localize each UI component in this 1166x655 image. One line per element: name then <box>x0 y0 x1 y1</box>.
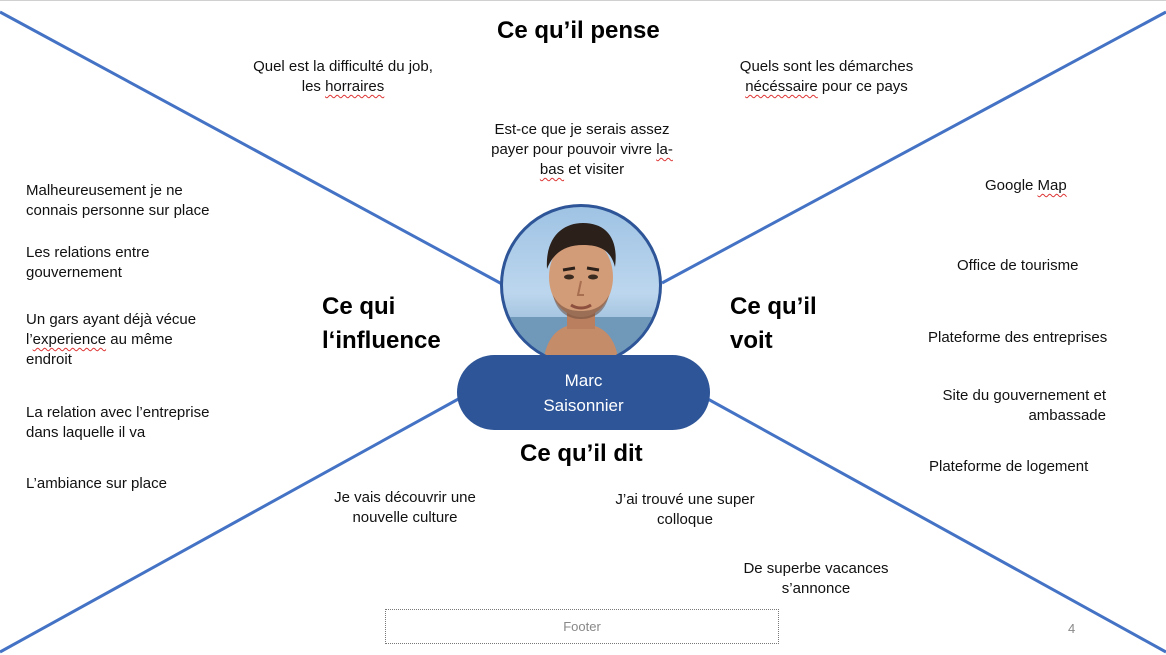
note-line: Est-ce que je serais assez <box>494 121 670 138</box>
note-line: Je vais découvrir une <box>334 489 476 506</box>
note-text: Google <box>985 177 1038 194</box>
note-line: Quel est la difficulté du job, <box>253 58 433 75</box>
misspelled-word: bas <box>539 161 565 178</box>
diagonal-bottom-right <box>705 396 1166 654</box>
note-text: au même <box>106 331 173 348</box>
note-line: endroit <box>26 351 72 368</box>
note-voit-logement: Plateforme de logement <box>929 458 1089 475</box>
note-text: les <box>301 78 326 95</box>
note-text: pour ce pays <box>817 78 908 95</box>
persona-last-name: Saisonnier <box>543 395 624 415</box>
heading-voit-line2: voit <box>730 327 773 354</box>
note-dit-colloque: J’ai trouvé une super colloque <box>600 490 770 530</box>
misspelled-word: nécéssaire <box>745 78 818 95</box>
heading-voit-line1: Ce qu’il <box>730 293 817 320</box>
note-line: ambassade <box>1028 407 1106 424</box>
note-line: dans laquelle il va <box>26 424 146 441</box>
heading-influence-line2: l‘influence <box>322 327 441 354</box>
diagonal-top-right <box>661 10 1166 285</box>
page-number: 4 <box>1068 621 1076 636</box>
misspelled-word: horraires <box>325 78 385 95</box>
note-line: nouvelle culture <box>352 509 458 526</box>
note-line: De superbe vacances <box>743 560 889 577</box>
heading-influence-line1: Ce qui <box>322 293 396 320</box>
note-line: Site du gouvernement et <box>942 387 1106 404</box>
footer-placeholder[interactable]: Footer <box>385 609 779 644</box>
note-text: l’ <box>26 331 33 348</box>
note-line: Malheureusement je ne <box>26 182 183 199</box>
note-text: et visiter <box>564 161 625 178</box>
note-line: s’annonce <box>781 580 851 597</box>
misspelled-word: la- <box>656 141 673 158</box>
note-line: payer pour pouvoir vivre la- <box>470 140 694 160</box>
note-influence-personne: Malheureusement je ne connais personne s… <box>26 181 256 221</box>
heading-voit: Ce qu’il voit <box>730 290 817 358</box>
top-border <box>0 0 1166 1</box>
note-line: Un gars ayant déjà vécue <box>26 311 197 328</box>
note-pense-salary: Est-ce que je serais assez payer pour po… <box>470 120 694 180</box>
note-voit-google-map: Google Map <box>985 176 1145 196</box>
persona-name-badge: Marc Saisonnier <box>457 355 710 430</box>
note-line: l’experience au même <box>26 330 256 350</box>
note-influence-entreprise: La relation avec l’entreprise dans laque… <box>26 403 256 443</box>
note-line: les horraires <box>240 77 446 97</box>
note-voit-gouvernement: Site du gouvernement et ambassade <box>920 386 1106 426</box>
heading-dit: Ce qu’il dit <box>520 440 643 467</box>
diagonal-top-left <box>0 10 503 286</box>
note-pense-difficulty: Quel est la difficulté du job, les horra… <box>240 57 446 97</box>
note-line: connais personne sur place <box>26 202 210 219</box>
note-influence-ambiance: L’ambiance sur place <box>26 475 167 492</box>
note-pense-demarches: Quels sont les démarches nécéssaire pour… <box>720 57 933 97</box>
misspelled-word: Map <box>1037 177 1067 194</box>
persona-first-name: Marc <box>564 370 603 390</box>
note-dit-vacances: De superbe vacances s’annonce <box>730 559 902 599</box>
note-dit-culture: Je vais découvrir une nouvelle culture <box>320 488 490 528</box>
note-line: gouvernement <box>26 264 122 281</box>
note-influence-experience: Un gars ayant déjà vécue l’experience au… <box>26 310 256 370</box>
note-line: colloque <box>657 511 713 528</box>
note-line: Quels sont les démarches <box>739 58 914 75</box>
portrait-illustration <box>503 223 659 363</box>
note-line: bas et visiter <box>470 160 694 180</box>
note-voit-plateforme-entreprises: Plateforme des entreprises <box>928 329 1108 346</box>
misspelled-word: experience <box>32 331 107 348</box>
heading-pense: Ce qu’il pense <box>497 17 660 44</box>
persona-avatar <box>500 204 662 366</box>
note-line: La relation avec l’entreprise <box>26 404 210 421</box>
heading-influence: Ce qui l‘influence <box>322 290 441 358</box>
note-line: J’ai trouvé une super <box>615 491 755 508</box>
note-line: Les relations entre <box>26 244 150 261</box>
note-text: payer pour pouvoir vivre <box>491 141 657 158</box>
note-voit-office-tourisme: Office de tourisme <box>957 257 1079 274</box>
diagonal-bottom-left <box>0 395 463 654</box>
note-influence-relations: Les relations entre gouvernement <box>26 243 256 283</box>
note-line: nécéssaire pour ce pays <box>720 77 933 97</box>
